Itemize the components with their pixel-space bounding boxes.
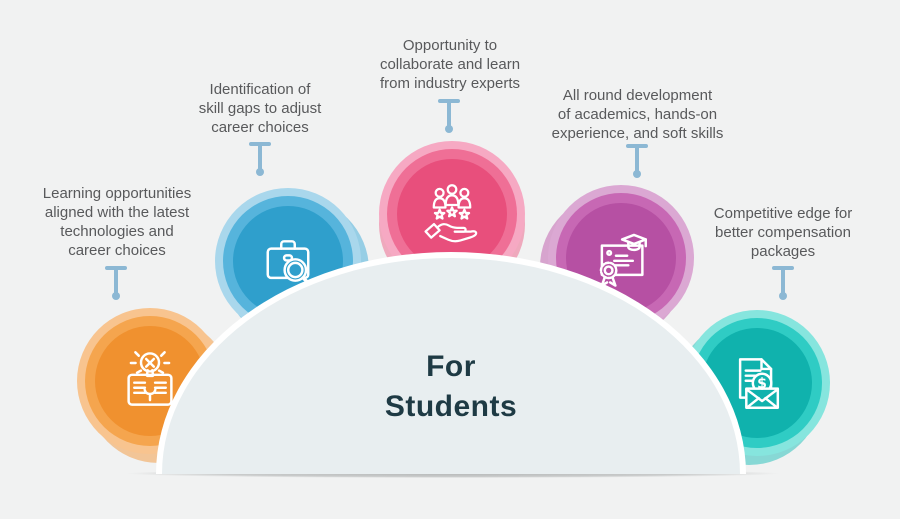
connector-pin-compensation bbox=[772, 266, 794, 300]
label-learning: Learning opportunities aligned with the … bbox=[42, 185, 192, 259]
connector-pin-development bbox=[626, 144, 648, 178]
pin-dot bbox=[445, 125, 453, 133]
pin-dot bbox=[779, 292, 787, 300]
pin-stem bbox=[447, 102, 451, 126]
pin-bar bbox=[438, 99, 460, 103]
pin-stem bbox=[781, 269, 785, 293]
label-development: All round development of academics, hand… bbox=[551, 87, 724, 142]
certificate-icon bbox=[585, 222, 657, 294]
pin-bar bbox=[249, 142, 271, 146]
pin-dot bbox=[112, 292, 120, 300]
pin-stem bbox=[114, 269, 118, 293]
label-skill-gaps: Identification of skill gaps to adjust c… bbox=[198, 81, 322, 136]
pin-dot bbox=[256, 168, 264, 176]
connector-pin-skill-gaps bbox=[249, 142, 271, 176]
money-envelope-icon: $ bbox=[721, 347, 793, 419]
label-collaborate: Opportunity to collaborate and learn fro… bbox=[379, 37, 521, 92]
label-compensation: Competitive edge for better compensation… bbox=[713, 205, 853, 260]
bubble-development bbox=[540, 185, 694, 340]
pin-dot bbox=[633, 170, 641, 178]
pin-bar bbox=[772, 266, 794, 270]
pin-bar bbox=[626, 144, 648, 148]
pin-stem bbox=[635, 147, 639, 171]
pin-stem bbox=[258, 145, 262, 169]
pin-bar bbox=[105, 266, 127, 270]
connector-pin-learning bbox=[105, 266, 127, 300]
people-stars-hand-icon bbox=[416, 178, 488, 250]
book-lightbulb-icon bbox=[114, 345, 186, 417]
svg-text:$: $ bbox=[757, 376, 767, 392]
page-title: For Students bbox=[384, 350, 518, 423]
connector-pin-collaborate bbox=[438, 99, 460, 133]
